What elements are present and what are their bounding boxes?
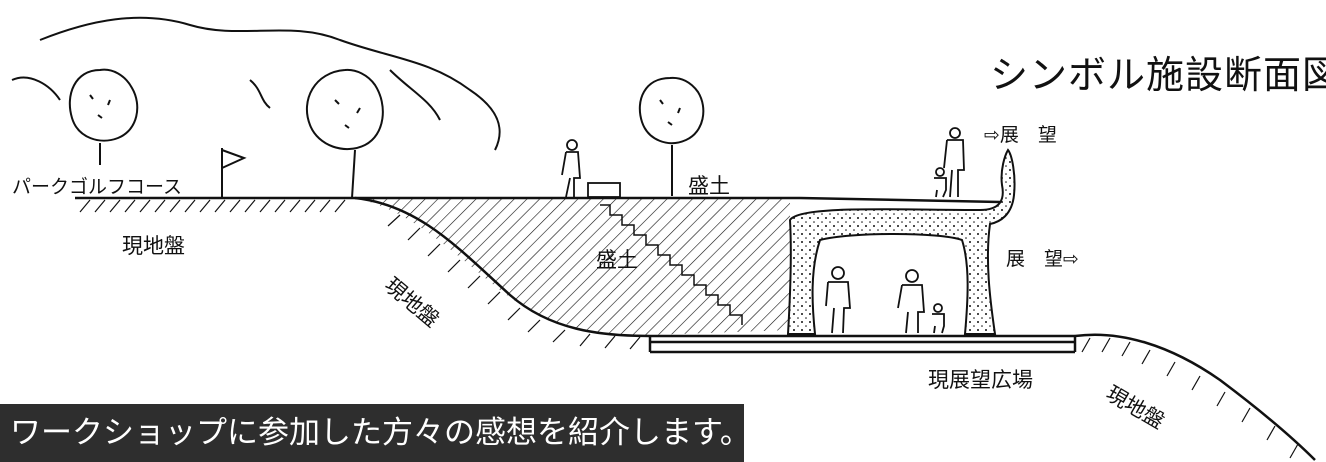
bench (587, 182, 621, 198)
background-hills (11, 16, 501, 151)
tree-middle (305, 68, 384, 199)
person-plaza-child (932, 303, 945, 334)
label-ground-left: 現地盤 (122, 234, 185, 258)
label-mound-top: 盛土 (688, 174, 730, 198)
person-walker (561, 139, 581, 198)
person-top-adult (943, 127, 965, 198)
ground-hatch-left (79, 199, 346, 213)
label-plaza: 現展望広場 (928, 368, 1033, 392)
label-mound-middle: 盛土 (596, 248, 638, 272)
tree-right (638, 76, 705, 196)
mound-stairs (600, 204, 743, 325)
label-view-top: ⇨展 望 (984, 124, 1057, 146)
person-plaza-2 (897, 269, 925, 334)
arch-structure (786, 148, 1016, 335)
person-plaza-1 (825, 266, 851, 334)
diagram-title: シンボル施設断面図 (990, 53, 1326, 97)
person-top-child (934, 167, 947, 198)
ground-surface (75, 196, 1316, 461)
mound-fill (355, 198, 790, 336)
ground-hatch-right (1081, 337, 1299, 459)
golf-flag (221, 148, 247, 198)
workshop-banner: ワークショップに参加した方々の感想を紹介します。 (0, 404, 744, 462)
ground-hatch-slope (387, 214, 641, 350)
label-view-middle: 展 望⇨ (1006, 248, 1079, 270)
tree-left (68, 68, 139, 165)
label-park-golf: パークゴルフコース (12, 176, 183, 198)
